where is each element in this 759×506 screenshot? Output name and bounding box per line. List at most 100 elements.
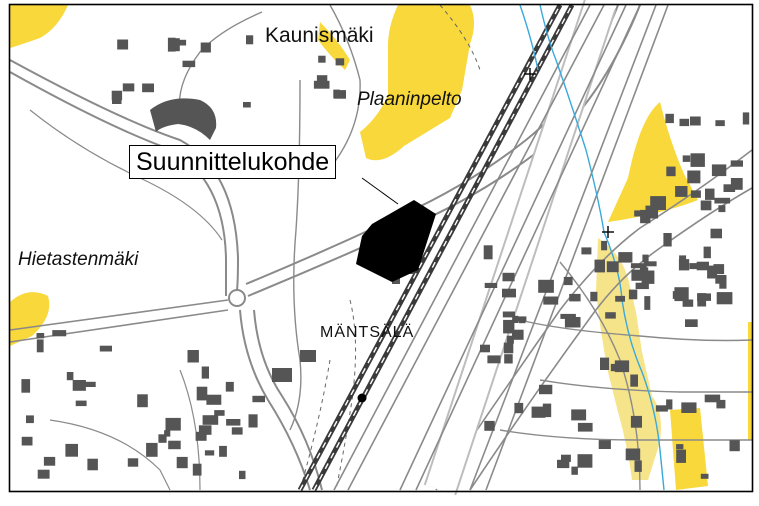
building — [182, 60, 196, 68]
building — [716, 292, 733, 305]
building — [480, 344, 490, 353]
building — [37, 469, 50, 479]
building — [679, 118, 690, 127]
building — [206, 394, 222, 405]
building — [666, 166, 676, 177]
building — [564, 317, 581, 328]
building — [502, 288, 516, 298]
building — [634, 210, 644, 217]
callout-leader — [361, 177, 399, 205]
building — [202, 415, 219, 425]
building — [146, 442, 158, 457]
building — [198, 425, 212, 435]
building — [539, 384, 553, 395]
building — [201, 366, 209, 379]
building — [681, 402, 697, 413]
building — [514, 402, 524, 414]
building — [142, 83, 154, 93]
building — [99, 345, 112, 352]
building — [484, 420, 495, 431]
building — [538, 279, 554, 293]
building — [21, 436, 33, 446]
building — [543, 296, 559, 305]
building — [644, 296, 651, 310]
building — [676, 444, 684, 450]
building — [176, 456, 188, 469]
building — [122, 83, 135, 92]
building — [503, 319, 515, 334]
building — [531, 406, 546, 418]
field-small — [318, 22, 350, 70]
building — [700, 473, 709, 479]
building — [614, 360, 630, 373]
building — [503, 342, 514, 354]
building — [26, 415, 34, 424]
building — [111, 90, 123, 101]
building — [246, 35, 254, 45]
building — [65, 443, 78, 457]
field-south — [670, 408, 708, 490]
building — [158, 434, 167, 443]
building — [594, 259, 605, 273]
building — [666, 399, 673, 410]
building — [483, 245, 493, 260]
building — [742, 112, 750, 125]
building — [615, 295, 625, 302]
building — [714, 197, 731, 204]
building — [487, 355, 501, 364]
field-plaaninpelto — [360, 5, 474, 161]
field-edge — [748, 322, 752, 440]
building — [484, 282, 498, 288]
building — [21, 379, 31, 393]
building — [601, 240, 608, 251]
building — [697, 293, 707, 307]
building — [243, 102, 251, 108]
building — [226, 419, 241, 426]
building — [705, 188, 715, 200]
building — [630, 415, 642, 428]
roundabout-icon — [228, 289, 246, 307]
field-areas — [10, 5, 752, 490]
building — [640, 209, 651, 224]
building — [665, 113, 674, 124]
place-label-hietastenmaki: Hietastenmäki — [18, 249, 139, 270]
building — [563, 276, 573, 286]
building — [84, 381, 96, 387]
building — [663, 233, 672, 247]
building — [52, 330, 67, 337]
building — [641, 270, 655, 284]
planning-site — [356, 200, 436, 282]
building — [569, 293, 581, 302]
building — [204, 450, 215, 456]
building — [590, 291, 598, 302]
building — [634, 460, 642, 472]
building — [272, 368, 292, 382]
building — [117, 39, 129, 50]
building — [561, 454, 571, 462]
building — [87, 458, 98, 471]
building — [506, 335, 514, 344]
building — [689, 263, 700, 270]
building — [675, 186, 688, 197]
building — [703, 246, 711, 259]
building — [718, 205, 726, 213]
building — [605, 312, 616, 319]
building — [687, 170, 701, 184]
building — [707, 265, 718, 279]
building — [164, 430, 171, 437]
building — [730, 160, 743, 167]
place-label-kaunismaki: Kaunismäki — [265, 24, 374, 47]
railway-corridor — [297, 0, 669, 496]
station-marker-icon — [357, 393, 367, 403]
map-border — [8, 3, 754, 493]
building — [43, 456, 56, 466]
building — [628, 289, 638, 300]
building — [598, 440, 611, 449]
building — [630, 374, 638, 387]
building — [173, 39, 187, 46]
building — [676, 449, 686, 463]
crossing-marker-icon — [524, 68, 614, 238]
building — [214, 410, 225, 416]
building — [682, 155, 691, 162]
